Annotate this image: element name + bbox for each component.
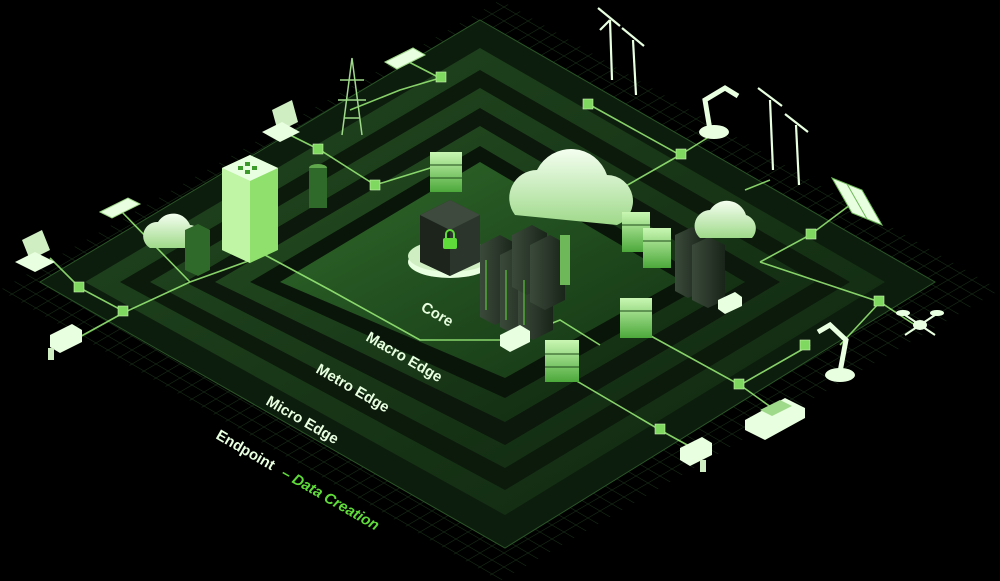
endpoint-devices (15, 7, 944, 472)
metro-cloud-icon (694, 200, 756, 238)
core-cluster (408, 149, 756, 382)
phone-icon (98, 197, 142, 219)
metro-server-racks (675, 227, 725, 308)
laptop-icon (15, 230, 55, 272)
truck-icon (500, 292, 742, 352)
network-nodes (73, 71, 885, 435)
building-icon (143, 155, 327, 276)
datacenter-lock-icon (420, 200, 480, 276)
security-camera-icon (680, 437, 712, 472)
edge-server-stacks (430, 152, 671, 382)
power-tower-icon (338, 57, 366, 136)
wind-turbine-icon (597, 7, 809, 186)
core-cloud-icon (509, 149, 634, 285)
phone-icon (383, 47, 427, 70)
security-camera-icon (48, 324, 82, 360)
core-server-racks (480, 225, 565, 340)
robot-arm-icon (699, 85, 740, 139)
drone-icon (896, 310, 944, 336)
laptop-icon (262, 100, 300, 142)
car-icon (745, 398, 805, 440)
robot-arm-icon (816, 321, 855, 382)
solar-panel-icon (830, 177, 884, 226)
